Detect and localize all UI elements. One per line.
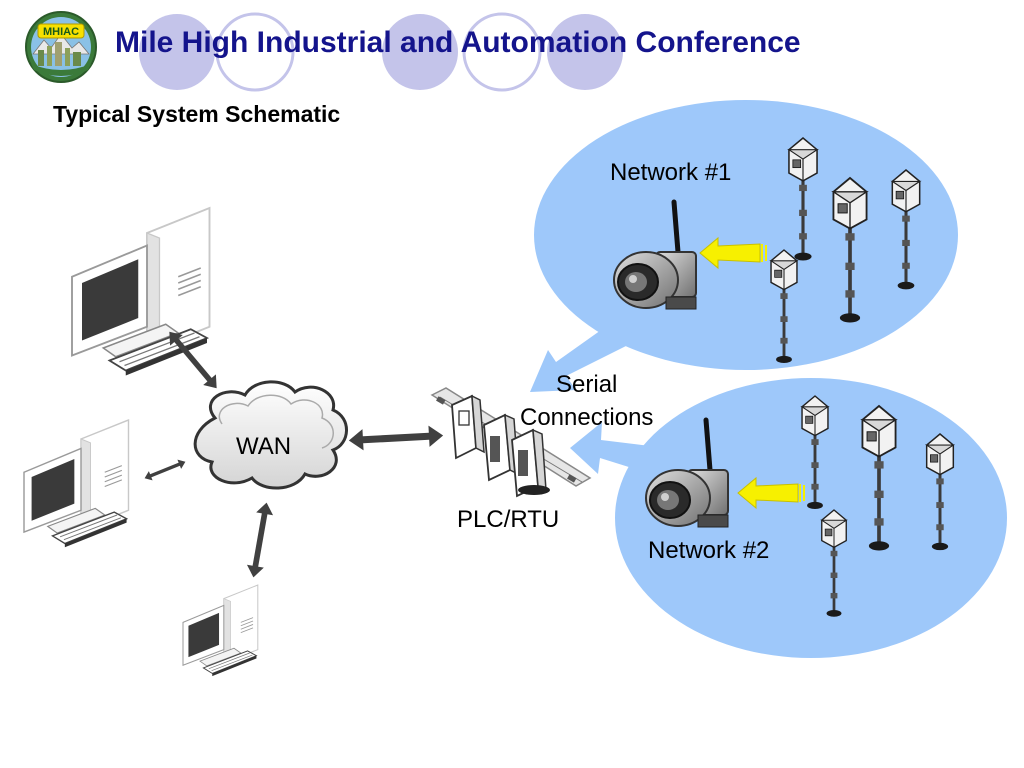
svg-text:MHIAC: MHIAC [43,26,79,38]
computer-workstation-2 [23,419,130,549]
section-title: Typical System Schematic [53,101,341,127]
link-arrow-computer2-wan [142,457,188,483]
deco-circle-outline [462,12,542,92]
computer-workstation-3 [182,584,259,677]
serial-arrow-network-1 [530,318,638,392]
deco-circle-filled [547,14,623,90]
plc-rtu-device [430,387,592,498]
plc-rtu-label: PLC/RTU [457,506,560,533]
wan-cloud [193,380,348,490]
network-1-bubble [534,100,958,370]
link-arrow-computer3-wan [244,501,276,579]
header-decoration [139,12,623,92]
network-2-label: Network #2 [648,537,770,564]
conference-logo: MHIAC [25,11,97,83]
computer-workstation-1 [71,207,211,377]
deco-circle-filled [139,14,215,90]
wan-label: WAN [236,433,292,460]
network-1-label: Network #1 [610,159,732,186]
serial-label-line1: Serial [556,371,618,398]
serial-connections-label: Serial Connections [520,368,653,434]
network-2-bubble [615,378,1007,658]
link-arrow-wan-plc [348,424,444,452]
deco-circle-outline [215,12,295,92]
serial-label-line2: Connections [520,404,654,431]
slide-title: Mile High Industrial and Automation Conf… [115,26,801,59]
serial-arrow-network-2 [570,422,650,474]
deco-circle-filled [382,14,458,90]
